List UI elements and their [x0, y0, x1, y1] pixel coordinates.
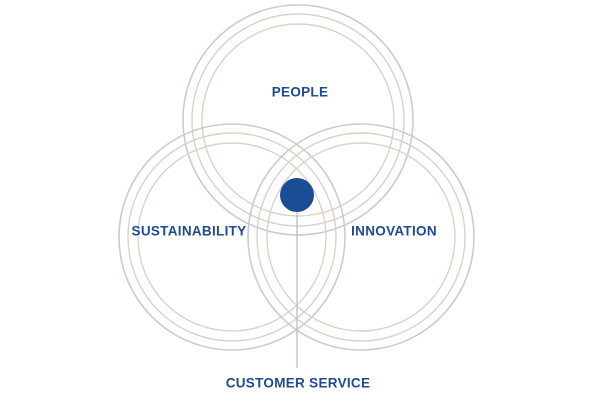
innovation-circle [247, 123, 475, 351]
center-dot [280, 178, 314, 212]
people-label: PEOPLE [271, 84, 329, 100]
sustainability-circle [118, 123, 346, 351]
customer-service-label: CUSTOMER SERVICE [225, 375, 371, 391]
people-circle [182, 4, 414, 236]
innovation-label: INNOVATION [351, 223, 437, 239]
sustainability-label: SUSTAINABILITY [131, 223, 247, 239]
